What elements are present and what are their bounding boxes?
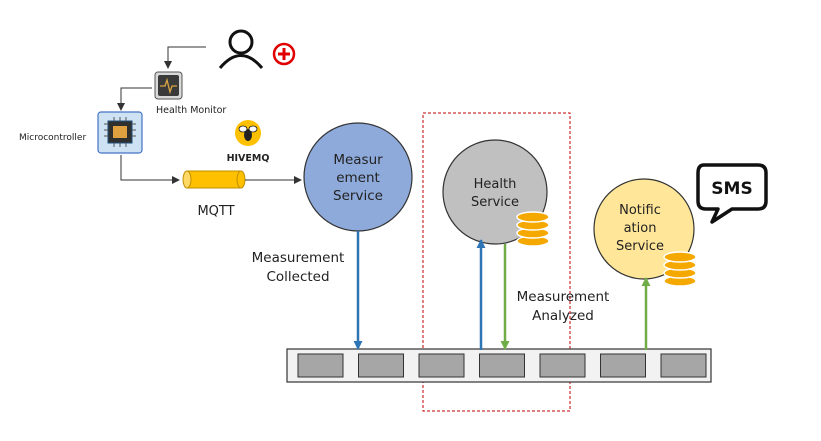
database-icon bbox=[516, 211, 550, 247]
measurement-analyzed-line-1: Measurement bbox=[517, 289, 610, 305]
measurement-service-line-2: ement bbox=[336, 170, 380, 186]
notification-service-line-3: Service bbox=[616, 239, 664, 254]
microcontroller-label: Microcontroller bbox=[19, 133, 86, 143]
user-icon bbox=[218, 29, 264, 69]
health-service-line-1: Health bbox=[474, 177, 517, 192]
measurement-analyzed-line-2: Analyzed bbox=[532, 308, 594, 324]
queue-slot bbox=[297, 353, 344, 378]
notification-service-line-2: ation bbox=[624, 221, 657, 236]
message-queue bbox=[286, 348, 712, 383]
measurement-service: Measur ement Service bbox=[303, 122, 413, 232]
queue-slot bbox=[418, 353, 465, 378]
health-monitor-icon bbox=[154, 71, 183, 100]
hivemq-bee-icon bbox=[235, 120, 261, 146]
microcontroller-chip-icon bbox=[97, 111, 143, 154]
notification-service-line-1: Notific bbox=[619, 203, 661, 218]
database-icon bbox=[663, 251, 697, 287]
mqtt-label: MQTT bbox=[197, 204, 234, 219]
queue-slot bbox=[358, 353, 404, 378]
measurement-service-line-1: Measur bbox=[333, 152, 383, 168]
microcontroller-to-mqtt-connector bbox=[120, 155, 180, 184]
queue-slot bbox=[479, 353, 525, 378]
health-service-focus-box bbox=[422, 112, 571, 412]
hivemq-label: HIVEMQ bbox=[227, 153, 270, 164]
queue-slot bbox=[660, 353, 707, 378]
measurement-service-line-3: Service bbox=[333, 188, 383, 204]
queue-slot bbox=[600, 353, 646, 378]
health-monitor-label: Health Monitor bbox=[156, 105, 226, 116]
user-to-monitor-connector bbox=[164, 46, 206, 69]
sms-speech-bubble-icon: SMS bbox=[696, 163, 768, 224]
monitor-to-microcontroller-connector bbox=[117, 87, 152, 111]
health-service-line-2: Service bbox=[471, 195, 519, 210]
queue-slot bbox=[539, 353, 586, 378]
add-icon bbox=[272, 42, 296, 66]
mqtt-pipe bbox=[182, 170, 246, 189]
measurement-collected-line-2: Collected bbox=[266, 269, 329, 285]
sms-label: SMS bbox=[711, 179, 752, 199]
measurement-collected-line-1: Measurement bbox=[252, 250, 345, 266]
